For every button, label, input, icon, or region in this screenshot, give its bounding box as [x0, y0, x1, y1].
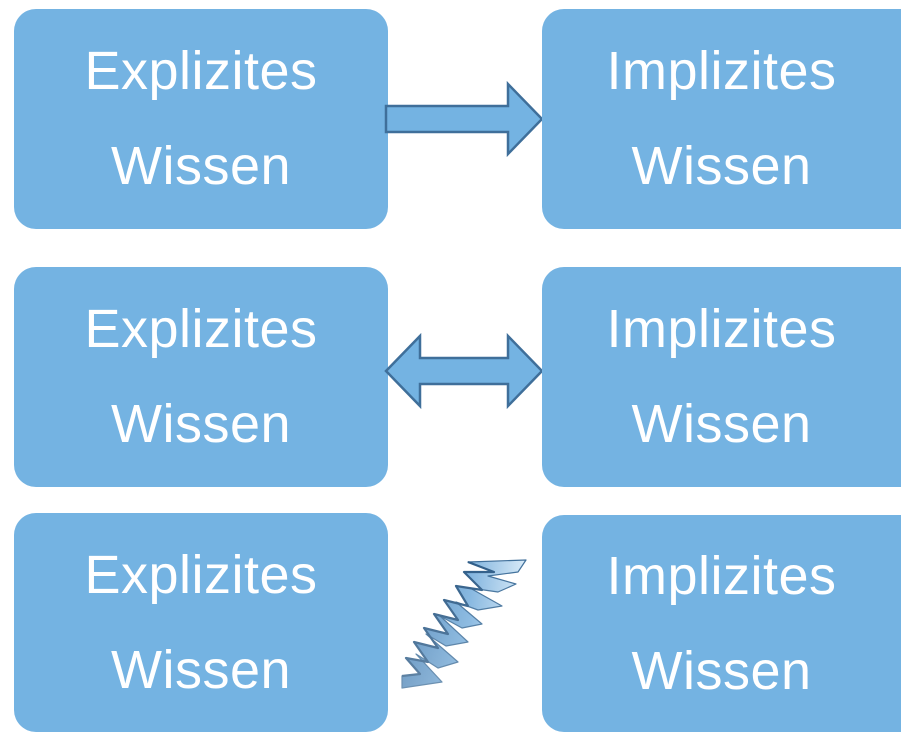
zigzag-break-connector	[398, 558, 534, 690]
box-label-line1: Implizites	[606, 299, 837, 359]
box-label-line1: Implizites	[606, 41, 837, 101]
box-label-line2: Wissen	[110, 639, 292, 700]
double-arrow-icon	[384, 332, 544, 410]
box-label-line1: Explizites	[84, 544, 318, 605]
box-label-line1: Explizites	[84, 299, 318, 359]
implicit-knowledge-box-1: Implizites Wissen	[542, 9, 901, 229]
box-label-line1: Explizites	[84, 41, 318, 101]
box-label-line2: Wissen	[110, 394, 292, 454]
double-arrow-connector	[384, 332, 544, 410]
box-label-line2: Wissen	[631, 640, 812, 701]
explicit-knowledge-box-2: Explizites Wissen	[14, 267, 388, 487]
box-label-line2: Wissen	[631, 136, 812, 196]
implicit-knowledge-box-3: Implizites Wissen	[542, 515, 901, 732]
arrow-right-icon	[384, 80, 544, 158]
implicit-knowledge-box-2: Implizites Wissen	[542, 267, 901, 487]
zigzag-break-icon	[398, 558, 534, 690]
box-label-line2: Wissen	[110, 136, 292, 196]
explicit-knowledge-box-1: Explizites Wissen	[14, 9, 388, 229]
box-label-line2: Wissen	[631, 394, 812, 454]
explicit-knowledge-box-3: Explizites Wissen	[14, 513, 388, 732]
box-label-line1: Implizites	[606, 545, 837, 606]
arrow-right-connector	[384, 80, 544, 158]
